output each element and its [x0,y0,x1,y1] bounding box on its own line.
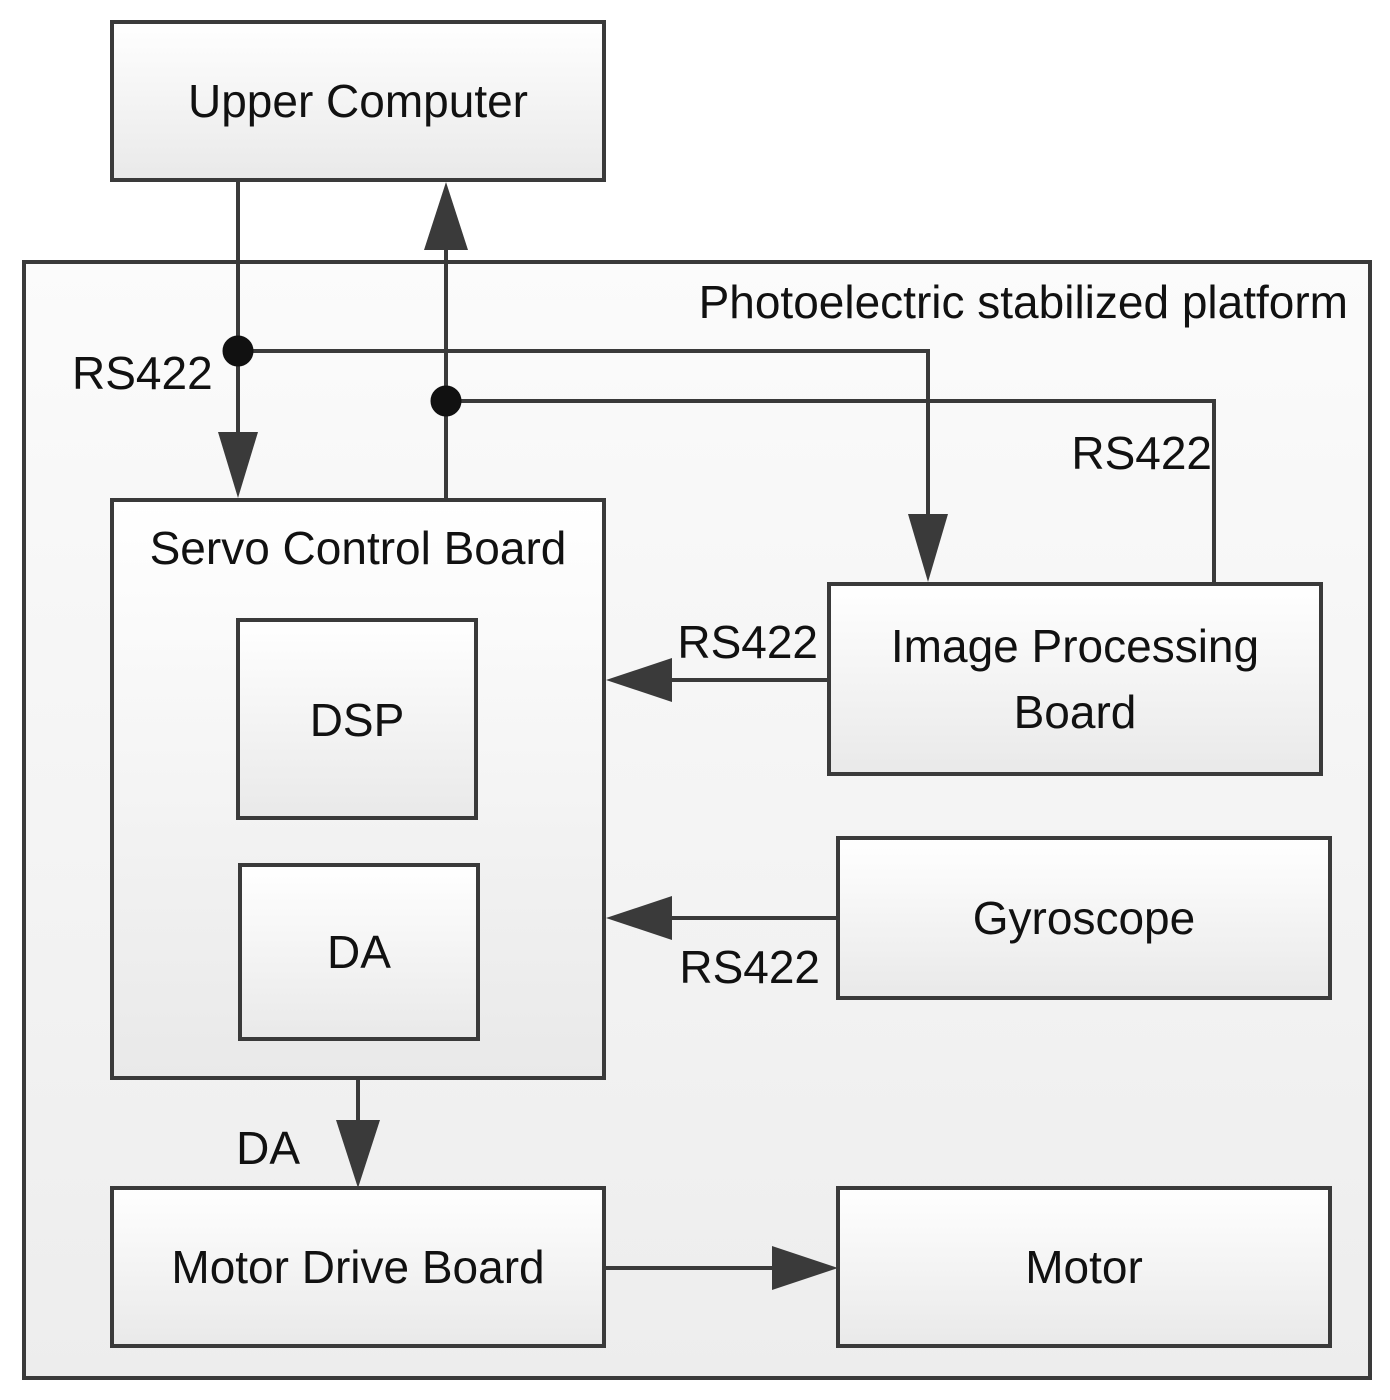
edge-motor-drive-to-motor [604,1246,838,1290]
edge-image-board-to-bus [446,399,1216,582]
gyroscope-label: Gyroscope [973,892,1195,944]
gyroscope-node: Gyroscope [836,836,1332,1000]
edge-label-rs422-image-to-servo: RS422 [677,616,818,668]
junction-dot-upper-bus [222,335,254,367]
motor-node: Motor [836,1186,1332,1348]
edge-upper-to-servo [218,180,258,498]
edge-image-board-to-servo [606,658,829,702]
motor-label: Motor [1025,1241,1143,1293]
image-processing-board-node: Image Processing Board [827,582,1323,776]
edge-servo-to-motor-drive [336,1078,380,1188]
motor-drive-board-label: Motor Drive Board [171,1241,544,1293]
edge-servo-to-upper [424,182,468,498]
upper-computer-label: Upper Computer [188,75,528,127]
servo-control-board-label: Servo Control Board [150,522,567,574]
edge-label-rs422-upper-bus: RS422 [72,347,213,399]
platform-label: Photoelectric stabilized platform [699,276,1348,328]
da-label: DA [327,926,391,978]
image-processing-label-line2: Board [1014,686,1137,738]
dsp-label: DSP [310,694,405,746]
edge-label-rs422-image-to-upper: RS422 [1071,427,1212,479]
edge-label-da: DA [236,1122,300,1174]
junction-dot-return-bus [430,385,462,417]
upper-computer-node: Upper Computer [110,20,606,182]
image-processing-label-line1: Image Processing [891,620,1259,672]
edge-gyroscope-to-servo [606,896,838,940]
edge-label-rs422-gyro-to-servo: RS422 [679,941,820,993]
dsp-node: DSP [236,618,478,820]
da-node: DA [238,863,480,1041]
motor-drive-board-node: Motor Drive Board [110,1186,606,1348]
edge-bus-to-image-board [238,349,948,582]
